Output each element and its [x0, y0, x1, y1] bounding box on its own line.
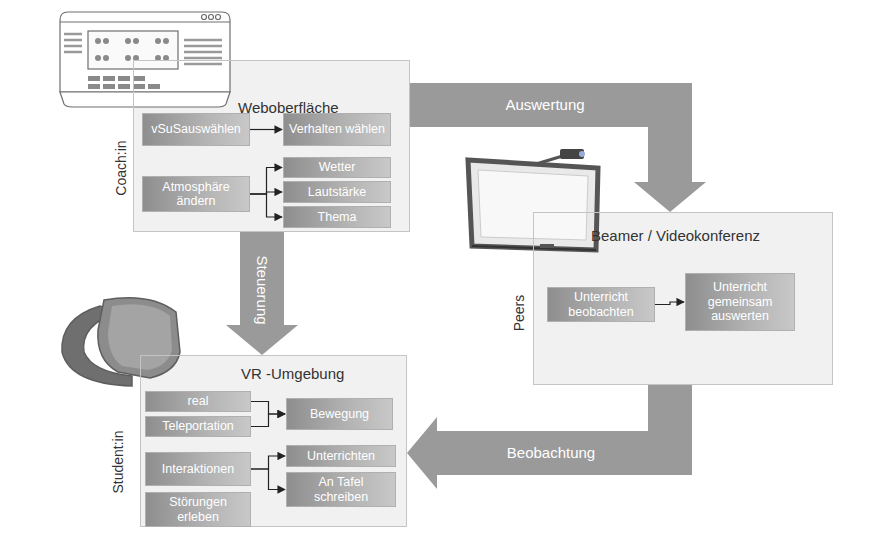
connector — [251, 456, 285, 469]
connector — [251, 402, 285, 415]
process-box: real — [145, 391, 251, 412]
connector-line — [251, 414, 285, 427]
box-label: Verhalten wählen — [289, 122, 385, 136]
role-label: Peers — [511, 295, 528, 332]
edge-label: Beobachtung — [504, 444, 598, 462]
connector — [655, 302, 684, 305]
role-label: Coach:in — [113, 140, 130, 195]
box-label: Teleportation — [162, 419, 234, 433]
panel-title: Beamer / Videokonferenz — [591, 227, 760, 245]
connector-line — [251, 456, 285, 469]
connector — [251, 469, 285, 490]
process-box: vSuSauswählen — [142, 113, 250, 146]
arrow-head — [407, 417, 437, 489]
edge-label: Auswertung — [502, 96, 587, 114]
arrow-band — [410, 105, 670, 182]
panel-title: Weboberfläche — [238, 99, 339, 117]
arrow-head — [226, 325, 298, 355]
process-box: Atmosphäre ändern — [142, 176, 250, 212]
box-label: Interaktionen — [162, 462, 234, 476]
box-label: real — [188, 394, 209, 408]
box-label: vSuSauswählen — [151, 122, 241, 136]
process-box: Interaktionen — [145, 452, 251, 486]
connector-line — [655, 302, 684, 305]
connector-line — [250, 168, 282, 195]
box-label: Thema — [318, 210, 357, 224]
panel: vSuSauswählen Verhalten wählenAtmosphäre … — [133, 60, 410, 232]
panel: realTeleportation BewegungInteraktionen Un… — [140, 355, 407, 527]
connector — [250, 194, 282, 217]
process-box: Teleportation — [145, 416, 251, 437]
connector — [250, 129, 282, 130]
flow-arrow — [226, 232, 298, 355]
process-box: An Tafel schreiben — [286, 472, 396, 507]
box-label: An Tafel schreiben — [291, 475, 391, 504]
connector-line — [250, 194, 282, 217]
arrow-head — [634, 182, 706, 212]
connector — [250, 168, 282, 195]
process-box: Wetter — [283, 157, 391, 178]
process-box: Unterricht gemeinsam auswerten — [685, 273, 795, 331]
connector — [251, 414, 285, 427]
connector-line — [250, 129, 282, 130]
panel-ground — [140, 355, 407, 527]
process-box: Bewegung — [286, 398, 393, 430]
box-label: Atmosphäre ändern — [147, 180, 245, 209]
connector-line — [251, 402, 285, 415]
box-label: Unterricht beobachten — [552, 290, 650, 319]
process-box: Störungen erleben — [145, 492, 251, 527]
box-label: Störungen erleben — [150, 495, 246, 524]
process-box: Unterricht beobachten — [547, 287, 655, 322]
connector-line — [251, 469, 285, 490]
process-box: Verhalten wählen — [283, 113, 391, 146]
box-label: Lautstärke — [308, 185, 366, 199]
process-box: Lautstärke — [283, 181, 391, 203]
role-label: Student:in — [110, 430, 127, 493]
box-label: Unterrichten — [307, 449, 375, 463]
arrow-band — [437, 385, 670, 453]
process-box: Thema — [283, 206, 391, 228]
box-label: Bewegung — [310, 407, 369, 421]
panel-title: VR -Umgebung — [241, 365, 344, 383]
box-label: Wetter — [319, 160, 356, 174]
box-label: Unterricht gemeinsam auswerten — [690, 280, 790, 323]
flow-arrow — [407, 385, 670, 489]
panel: Unterricht beobachten Unterricht gemeinsa… — [533, 212, 833, 385]
vr-headset-icon — [62, 298, 180, 386]
process-box: Unterrichten — [286, 445, 396, 467]
edge-label: Steuerung — [253, 252, 271, 327]
flow-arrow — [410, 105, 706, 212]
